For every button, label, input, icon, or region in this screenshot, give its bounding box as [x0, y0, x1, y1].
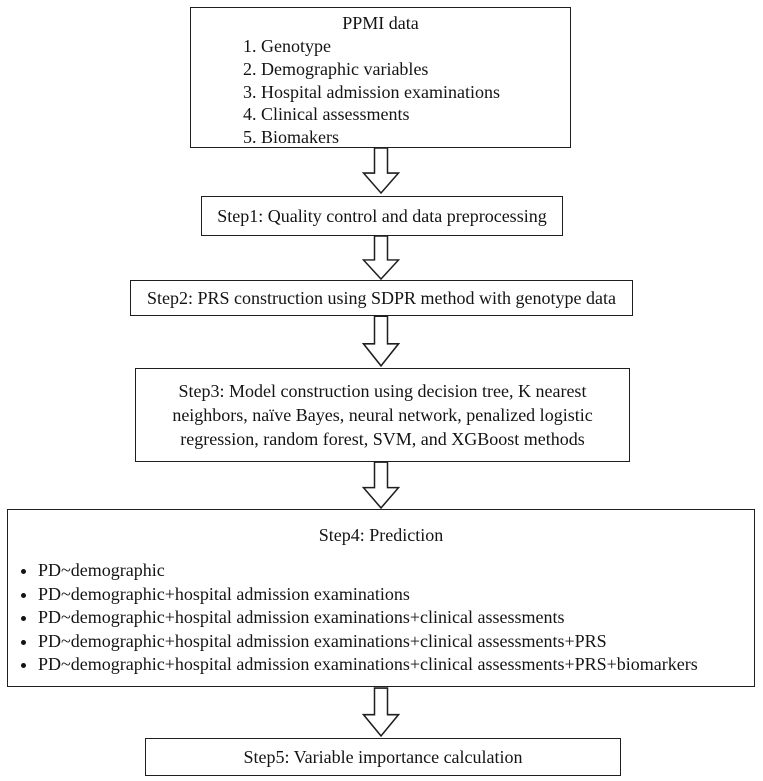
- list-item: PD~demographic+hospital admission examin…: [38, 630, 746, 654]
- list-item: PD~demographic+hospital admission examin…: [38, 606, 746, 630]
- step3-box: Step3: Model construction using decision…: [135, 368, 630, 462]
- list-item: 3. Hospital admission examinations: [243, 81, 500, 102]
- step4-model-list: PD~demographic PD~demographic+hospital a…: [8, 559, 754, 677]
- list-item: 4. Clinical assessments: [243, 104, 410, 125]
- list-item: 5. Biomakers: [243, 127, 339, 148]
- list-item: PD~demographic: [38, 559, 746, 583]
- down-arrow-icon: [361, 315, 401, 367]
- step4-title: Step4: Prediction: [318, 525, 444, 545]
- down-arrow-icon: [361, 147, 401, 194]
- step1-box: Step1: Quality control and data preproce…: [201, 196, 563, 236]
- step2-label: Step2: PRS construction using SDPR metho…: [147, 287, 616, 308]
- ppmi-data-box: PPMI data 1. Genotype 2. Demographic var…: [190, 7, 571, 148]
- step5-label: Step5: Variable importance calculation: [243, 746, 523, 767]
- ppmi-box-title: PPMI data: [342, 13, 419, 33]
- down-arrow-icon: [361, 687, 401, 737]
- step1-label: Step1: Quality control and data preproce…: [217, 205, 547, 226]
- list-item: 2. Demographic variables: [243, 58, 429, 79]
- list-item: 1. Genotype: [243, 36, 331, 56]
- down-arrow-icon: [361, 235, 401, 280]
- list-item: PD~demographic+hospital admission examin…: [38, 583, 746, 607]
- down-arrow-icon: [361, 461, 401, 509]
- list-item: PD~demographic+hospital admission examin…: [38, 653, 746, 677]
- step2-box: Step2: PRS construction using SDPR metho…: [130, 280, 633, 316]
- step3-label: Step3: Model construction using decision…: [172, 381, 593, 449]
- step5-box: Step5: Variable importance calculation: [145, 738, 621, 776]
- ppmi-data-list: 1. Genotype 2. Demographic variables 3. …: [191, 35, 570, 149]
- step4-box: Step4: Prediction PD~demographic PD~demo…: [7, 509, 755, 687]
